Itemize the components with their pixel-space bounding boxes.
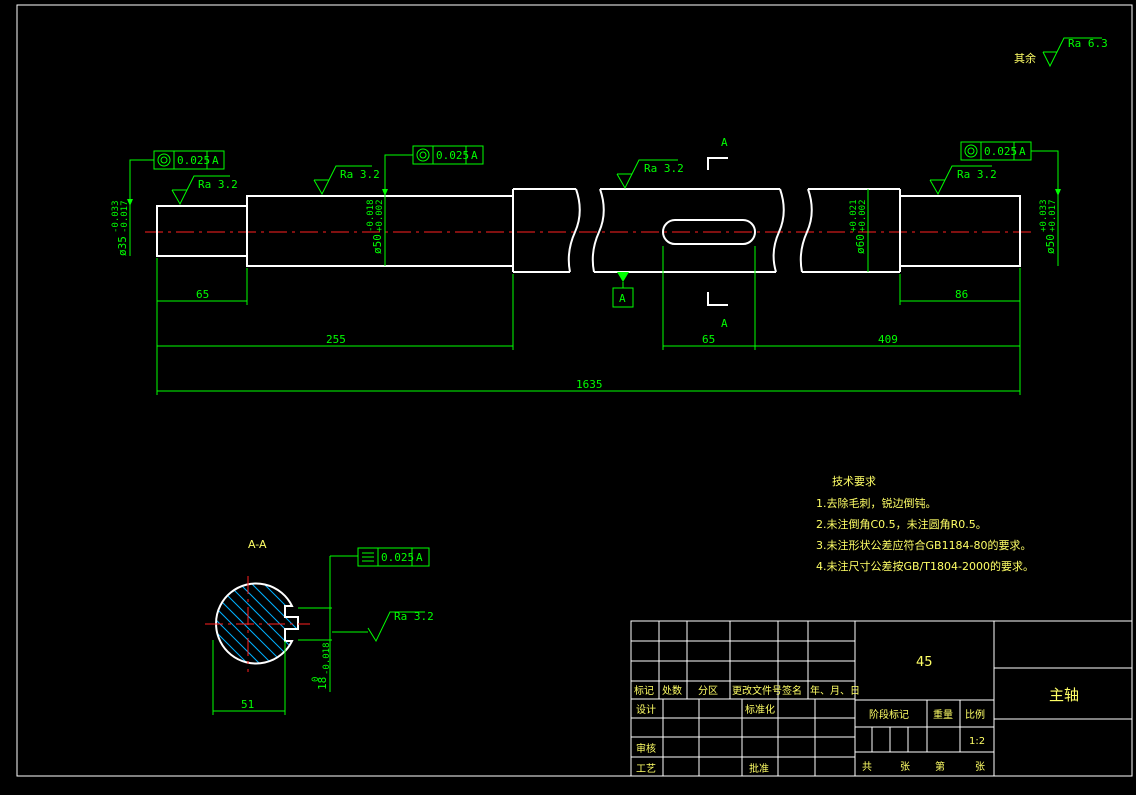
length-dims: 65 255 65 409 86 1635 bbox=[156, 246, 1021, 395]
svg-text:+0.017: +0.017 bbox=[1048, 199, 1058, 232]
dim-65-mid: 65 bbox=[702, 333, 715, 346]
dim-65-left: 65 bbox=[196, 288, 209, 301]
svg-text:工艺: 工艺 bbox=[636, 763, 656, 775]
svg-text:ø60: ø60 bbox=[854, 234, 867, 254]
datum-label: A bbox=[619, 292, 626, 305]
roughness-1: Ra 3.2 bbox=[171, 175, 238, 206]
svg-text:比例: 比例 bbox=[965, 708, 985, 721]
global-roughness: 其余 Ra 6.3 bbox=[1014, 37, 1108, 68]
svg-text:ø50: ø50 bbox=[1044, 234, 1057, 254]
svg-text:0.025: 0.025 bbox=[436, 149, 469, 162]
drawing-border bbox=[16, 4, 1133, 777]
svg-text:+0.033: +0.033 bbox=[1039, 199, 1049, 232]
technical-notes: 技术要求 1.去除毛刺，锐边倒钝。 2.未注倒角C0.5，未注圆角R0.5。 3… bbox=[816, 475, 1034, 573]
svg-text:0.025: 0.025 bbox=[984, 145, 1017, 158]
svg-text:4.未注尺寸公差按GB/T1804-2000的要求。: 4.未注尺寸公差按GB/T1804-2000的要求。 bbox=[816, 559, 1034, 573]
svg-text:共: 共 bbox=[862, 761, 872, 773]
svg-text:张: 张 bbox=[900, 761, 910, 773]
section-marker-bottom: A bbox=[721, 317, 728, 330]
dim-86: 86 bbox=[955, 288, 968, 301]
scale: 1:2 bbox=[969, 736, 985, 747]
svg-text:-0.018: -0.018 bbox=[322, 642, 332, 675]
svg-text:3.未注形状公差应符合GB1184-80的要求。: 3.未注形状公差应符合GB1184-80的要求。 bbox=[816, 538, 1032, 552]
section-marker-top: A bbox=[721, 136, 728, 149]
svg-text:更改文件号: 更改文件号 bbox=[732, 684, 782, 697]
keyway-slot bbox=[662, 219, 756, 245]
svg-text:A: A bbox=[1019, 145, 1026, 158]
dim-255: 255 bbox=[326, 333, 346, 346]
svg-text:+0.002: +0.002 bbox=[858, 199, 868, 232]
notes-title: 技术要求 bbox=[832, 475, 876, 488]
section-view: A-A 51 18 0 -0.018 bbox=[205, 538, 434, 715]
diameter-dim-2: ø50 -0.018 +0.002 bbox=[366, 196, 386, 266]
svg-text:签名: 签名 bbox=[782, 684, 802, 697]
svg-text:A: A bbox=[416, 551, 423, 564]
svg-text:Ra 3.2: Ra 3.2 bbox=[198, 178, 238, 191]
svg-text:Ra 3.2: Ra 3.2 bbox=[394, 610, 434, 623]
tolerance-frame-3: 0.025 A bbox=[960, 141, 1061, 196]
datum-a: A bbox=[612, 272, 634, 308]
svg-text:设计: 设计 bbox=[636, 703, 656, 716]
roughness-4: Ra 3.2 bbox=[929, 165, 997, 196]
svg-text:处数: 处数 bbox=[662, 684, 682, 697]
svg-text:Ra 3.2: Ra 3.2 bbox=[957, 168, 997, 181]
svg-text:Ra 3.2: Ra 3.2 bbox=[340, 168, 380, 181]
svg-text:阶段标记: 阶段标记 bbox=[869, 708, 909, 721]
tolerance-frame-2: 0.025 A bbox=[382, 145, 484, 196]
svg-text:-0.017: -0.017 bbox=[120, 200, 130, 233]
svg-text:第: 第 bbox=[935, 760, 945, 773]
svg-text:ø35: ø35 bbox=[116, 236, 129, 256]
svg-text:0: 0 bbox=[311, 677, 321, 682]
svg-text:A: A bbox=[212, 154, 219, 167]
roughness-3: Ra 3.2 bbox=[616, 159, 684, 190]
svg-text:A: A bbox=[471, 149, 478, 162]
svg-text:+0.021: +0.021 bbox=[849, 199, 859, 232]
svg-text:2.未注倒角C0.5，未注圆角R0.5。: 2.未注倒角C0.5，未注圆角R0.5。 bbox=[816, 517, 987, 531]
diameter-dim-4: ø50 +0.033 +0.017 bbox=[1039, 196, 1059, 266]
svg-text:Ra 3.2: Ra 3.2 bbox=[644, 162, 684, 175]
svg-text:标记: 标记 bbox=[634, 685, 654, 697]
svg-text:1.去除毛刺，锐边倒钝。: 1.去除毛刺，锐边倒钝。 bbox=[816, 496, 937, 510]
roughness-other-label: 其余 bbox=[1014, 51, 1036, 65]
svg-text:-0.033: -0.033 bbox=[111, 200, 121, 233]
dim-1635: 1635 bbox=[576, 378, 603, 391]
svg-text:批准: 批准 bbox=[749, 762, 769, 775]
section-width-dim: 51 bbox=[241, 698, 254, 711]
svg-text:标准化: 标准化 bbox=[745, 703, 775, 716]
svg-text:0.025: 0.025 bbox=[177, 154, 210, 167]
section-title: A-A bbox=[248, 538, 267, 551]
svg-text:审核: 审核 bbox=[636, 742, 656, 755]
material: 45 bbox=[916, 655, 933, 670]
svg-text:-0.018: -0.018 bbox=[366, 199, 376, 232]
tolerance-frame-1: 0.025 A bbox=[127, 150, 225, 206]
svg-text:ø50: ø50 bbox=[371, 234, 384, 254]
roughness-2: Ra 3.2 bbox=[313, 165, 380, 196]
diameter-dim-1: ø35 -0.033 -0.017 bbox=[111, 200, 131, 256]
svg-text:张: 张 bbox=[975, 761, 985, 773]
dim-409: 409 bbox=[878, 333, 898, 346]
section-markers: A A bbox=[707, 136, 728, 330]
title-block: 标记 处数 分区 更改文件号 签名 年、月、日 设计 标准化 审核 工艺 批准 … bbox=[630, 620, 1133, 777]
svg-text:分区: 分区 bbox=[698, 685, 718, 697]
svg-text:年、月、日: 年、月、日 bbox=[810, 684, 860, 697]
shaft-outline bbox=[156, 188, 1021, 273]
svg-text:+0.002: +0.002 bbox=[375, 199, 385, 232]
svg-text:18: 18 bbox=[316, 677, 329, 690]
part-name: 主轴 bbox=[1049, 686, 1079, 704]
roughness-other-value: Ra 6.3 bbox=[1068, 37, 1108, 50]
diameter-dim-3: ø60 +0.021 +0.002 bbox=[849, 189, 869, 272]
svg-text:0.025: 0.025 bbox=[381, 551, 414, 564]
svg-text:重量: 重量 bbox=[933, 708, 953, 721]
